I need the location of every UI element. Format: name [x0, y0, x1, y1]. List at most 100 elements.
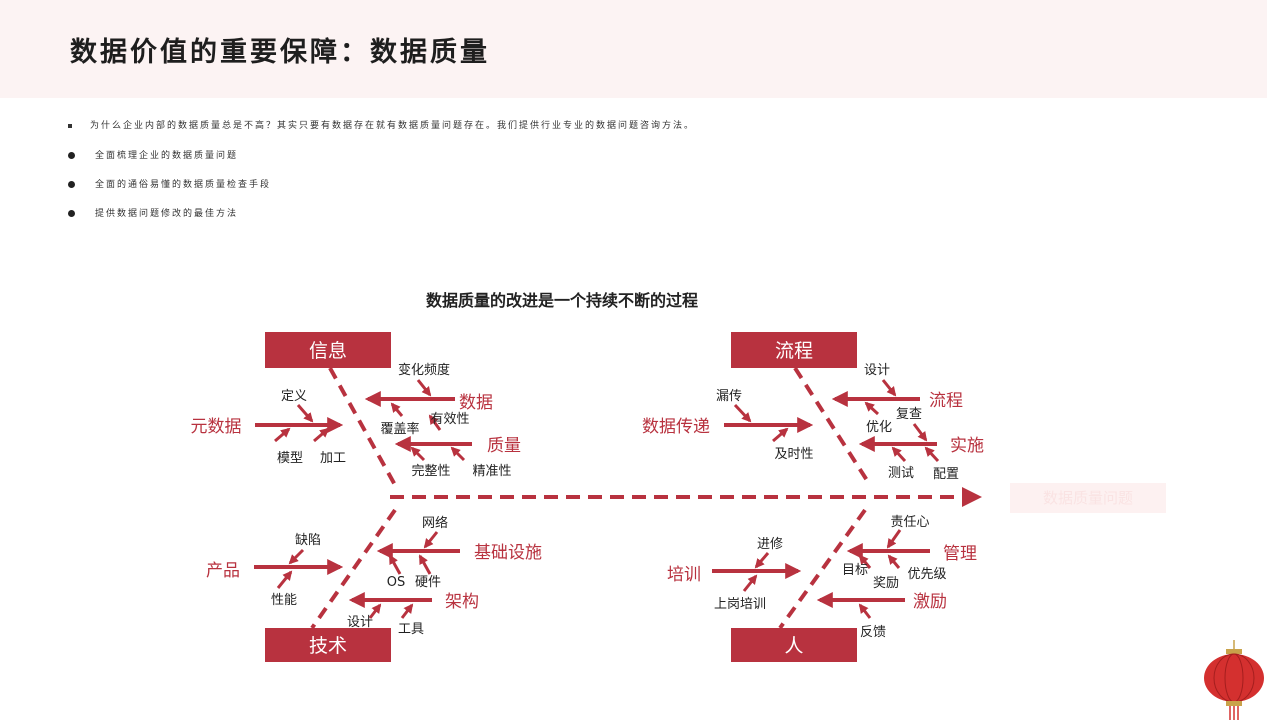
category-label: 流程	[775, 340, 813, 362]
cause-arrow	[428, 414, 442, 431]
cause-label: 变化频度	[398, 362, 450, 378]
cause-arrow	[418, 554, 432, 575]
bone-liucheng	[793, 366, 872, 487]
branch-label: 管理	[943, 544, 977, 564]
branch-label: 基础设施	[474, 543, 542, 563]
lantern-icon	[1204, 640, 1264, 720]
bullet-text: 全面的通俗易懂的数据质量检查手段	[95, 180, 272, 190]
cause-label: 配置	[933, 467, 959, 482]
cause-label: 优先级	[907, 567, 946, 582]
bullet-item: 为什么企业内部的数据质量总是不高？其实只要有数据存在就有数据质量问题存在。我们提…	[68, 118, 695, 131]
cause-label: 漏传	[716, 388, 742, 404]
bullet-text: 为什么企业内部的数据质量总是不高？其实只要有数据存在就有数据质量问题存在。我们提…	[90, 121, 696, 131]
cause-arrow	[881, 379, 897, 397]
cause-arrow	[742, 574, 758, 592]
cause-arrow	[276, 570, 293, 589]
branch-label: 元数据	[191, 417, 242, 437]
cause-arrow	[754, 552, 770, 569]
category-label: 人	[784, 635, 803, 657]
cause-label: 硬件	[415, 575, 441, 590]
category-box-liucheng	[731, 332, 857, 368]
cause-arrow	[858, 554, 872, 569]
cause-arrow	[296, 404, 314, 423]
cause-label: 复查	[896, 407, 922, 422]
bone-ren	[778, 508, 867, 630]
diagram-title: 数据质量的改进是一个持续不断的过程	[426, 291, 698, 310]
circle-bullet-icon	[68, 181, 75, 188]
branch-label: 流程	[929, 391, 963, 411]
circle-bullet-icon	[68, 152, 75, 159]
cause-arrow	[891, 446, 907, 463]
cause-label: 测试	[888, 466, 914, 481]
cause-label: 设计	[864, 363, 890, 378]
cause-label: 有效性	[430, 412, 469, 427]
spine-arrowhead	[962, 487, 982, 507]
page-title: 数据价值的重要保障：数据质量	[70, 37, 490, 68]
cause-label: 加工	[320, 451, 346, 466]
cause-arrow	[864, 401, 880, 416]
branch-label: 实施	[950, 436, 984, 456]
cause-label: 反馈	[860, 625, 886, 640]
branch-label: 激励	[913, 592, 947, 612]
cause-label: 精准性	[472, 464, 511, 479]
cause-arrow	[368, 603, 382, 619]
cause-label: 及时性	[774, 447, 813, 462]
cause-arrow	[733, 403, 752, 423]
bullet-text: 提供数据问题修改的最佳方法	[95, 209, 239, 219]
cause-label: 定义	[281, 389, 307, 404]
cause-arrow	[388, 554, 402, 575]
category-label: 技术	[309, 635, 347, 657]
cause-arrow	[288, 548, 305, 565]
cause-label: 工具	[398, 622, 424, 637]
cause-label: 奖励	[873, 576, 899, 591]
cause-label: OS	[387, 575, 405, 590]
header-band	[0, 0, 1267, 98]
cause-label: 进修	[757, 537, 783, 552]
cause-arrow	[390, 402, 404, 417]
head-label: 数据质量问题	[1043, 489, 1133, 507]
bullet-item: 提供数据问题修改的最佳方法	[68, 206, 238, 219]
cause-arrow	[886, 529, 902, 549]
cause-label: 责任心	[890, 515, 929, 530]
cause-arrow	[416, 379, 432, 397]
cause-label: 模型	[277, 451, 303, 466]
cause-label: 设计	[347, 615, 373, 630]
cause-arrow	[858, 603, 872, 619]
bullet-text: 全面梳理企业的数据质量问题	[95, 151, 239, 161]
branch-label: 产品	[206, 561, 240, 581]
cause-label: 目标	[842, 563, 868, 578]
bone-xinxi	[328, 367, 397, 486]
bone-jishu	[310, 508, 397, 630]
category-box-xinxi	[265, 332, 391, 368]
cause-arrow	[912, 423, 928, 442]
square-bullet-icon	[68, 123, 72, 128]
cause-arrow	[410, 446, 426, 462]
cause-label: 缺陷	[295, 533, 321, 548]
cause-arrow	[887, 554, 901, 569]
cause-arrow	[772, 427, 789, 443]
bullet-item: 全面梳理企业的数据质量问题	[68, 148, 238, 161]
branch-label: 质量	[487, 436, 521, 456]
cause-label: 上岗培训	[714, 596, 766, 612]
branch-label: 数据传递	[642, 417, 710, 437]
cause-arrow	[450, 446, 466, 462]
category-label: 信息	[309, 340, 347, 362]
circle-bullet-icon	[68, 210, 75, 217]
cause-label: 网络	[422, 515, 448, 531]
cause-arrow	[924, 446, 940, 463]
category-box-jishu	[265, 628, 391, 662]
bullet-item: 全面的通俗易懂的数据质量检查手段	[68, 177, 271, 190]
cause-label: 优化	[866, 420, 892, 435]
cause-arrow	[423, 531, 439, 549]
cause-label: 完整性	[411, 464, 450, 479]
branch-label: 培训	[667, 565, 701, 585]
category-box-ren	[731, 628, 857, 662]
cause-arrow	[274, 427, 291, 443]
cause-label: 性能	[271, 593, 297, 608]
branch-label: 数据	[459, 393, 493, 413]
branch-label: 架构	[445, 592, 479, 612]
cause-arrow	[400, 603, 414, 619]
cause-label: 覆盖率	[380, 421, 419, 437]
cause-arrow	[313, 427, 330, 443]
